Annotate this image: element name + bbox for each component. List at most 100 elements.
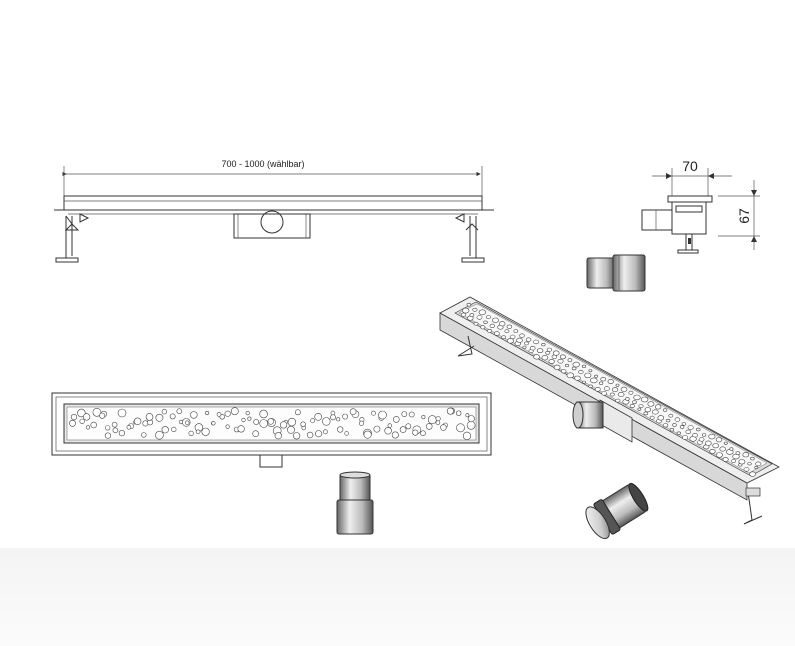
grate-hole (467, 415, 475, 423)
grate-hole (133, 417, 142, 425)
iso-grate-hole (545, 350, 550, 355)
grate-hole (435, 416, 441, 422)
iso-grate-hole (638, 404, 644, 409)
iso-grate-hole (533, 339, 539, 345)
grate-hole (90, 421, 97, 429)
grate-hole (466, 420, 476, 430)
grate-hole (435, 420, 441, 425)
grate-hole (155, 413, 164, 422)
grate-hole (169, 413, 176, 420)
iso-grate-hole (668, 413, 674, 418)
grate-hole (373, 425, 381, 433)
iso-grate-hole (611, 387, 619, 393)
grate-hole (405, 423, 412, 430)
iso-grate-hole (754, 465, 759, 469)
grate-hole (252, 430, 259, 438)
iso-grate-hole (578, 370, 584, 375)
grate-hole (384, 427, 392, 435)
grate-hole (401, 411, 408, 417)
iso-grate-hole (594, 386, 601, 392)
iso-grate-hole (682, 435, 689, 440)
width-dimension-label: 70 (682, 158, 698, 174)
grate-hole (294, 409, 301, 416)
iso-grate-hole (560, 369, 567, 374)
siphon-cap (585, 482, 649, 540)
iso-grate-hole (533, 354, 540, 360)
iso-grate-hole (473, 321, 479, 326)
right-foot (454, 213, 485, 263)
iso-grate-hole (709, 448, 716, 454)
iso-grate-hole (548, 359, 555, 364)
grate-hole (145, 413, 154, 421)
iso-grate-hole (632, 400, 637, 405)
side-view: 700 - 1000 (wählbar) (54, 159, 494, 263)
iso-grate-hole (541, 343, 546, 347)
grate-hole (99, 412, 106, 419)
grate-hole (322, 429, 328, 435)
grate-hole (190, 411, 198, 419)
grate-hole (300, 421, 306, 427)
iso-grate-hole (662, 408, 668, 412)
grate-hole (225, 424, 230, 429)
left-foot (55, 213, 90, 263)
grate-hole (330, 414, 336, 421)
iso-grate-hole (469, 313, 475, 317)
iso-grate-hole (529, 346, 536, 351)
height-dimension-label: 67 (736, 208, 752, 224)
grate-hole (446, 407, 454, 415)
grate-hole (412, 429, 419, 436)
grate-hole (310, 418, 315, 424)
iso-grate-hole (637, 407, 642, 411)
grate-hole (456, 423, 465, 433)
iso-grate-hole (696, 427, 701, 432)
iso-grate-hole (644, 407, 651, 413)
grate-hole (195, 429, 201, 435)
adapter-pipe-bottom (336, 471, 374, 535)
iso-grate-hole (516, 337, 523, 343)
iso-grate-hole (601, 391, 608, 396)
iso-grate-hole (672, 423, 677, 427)
iso-grate-hole (679, 425, 685, 429)
iso-grate-hole (669, 428, 675, 432)
iso-grate-hole (750, 456, 755, 461)
grate-hole (322, 417, 331, 426)
iso-grate-hole (701, 433, 707, 437)
iso-grate-hole (698, 437, 705, 442)
grate-hole (161, 408, 168, 415)
outlet-circle (260, 210, 284, 234)
grate-hole (306, 431, 314, 439)
grate-hole (425, 423, 433, 430)
iso-grate-hole (501, 335, 507, 340)
isometric-view (439, 296, 780, 525)
grate-hole (176, 408, 183, 415)
iso-grate-hole (519, 333, 525, 338)
iso-grate-hole (522, 345, 527, 349)
grate-hole (253, 419, 260, 425)
grate-hole (293, 432, 301, 440)
iso-grate-hole (643, 411, 649, 416)
iso-grate-hole (681, 422, 687, 426)
iso-grate-hole (687, 425, 694, 430)
iso-grate-hole (513, 329, 519, 333)
grate-hole (371, 410, 376, 416)
grate-hole (280, 421, 288, 429)
profile-outlet (641, 209, 673, 231)
grate-hole (274, 432, 282, 440)
iso-grate-hole (685, 429, 692, 434)
grate-hole (267, 418, 274, 425)
grate-hole (392, 416, 400, 423)
iso-grate-hole (590, 377, 598, 384)
grate-hole (161, 426, 169, 434)
iso-grate-hole (588, 384, 593, 388)
iso-grate-hole (615, 398, 621, 403)
grate-hole (237, 425, 245, 433)
iso-grate-hole (615, 383, 620, 387)
iso-grate-hole (567, 358, 573, 362)
length-dimension-label: 700 - 1000 (wählbar) (221, 159, 304, 169)
iso-grate-hole (541, 355, 549, 361)
iso-grate-hole (509, 334, 516, 340)
grate-hole (399, 426, 407, 433)
grate-hole (440, 424, 447, 431)
iso-grate-hole (564, 363, 570, 368)
iso-grate-hole (640, 396, 649, 403)
